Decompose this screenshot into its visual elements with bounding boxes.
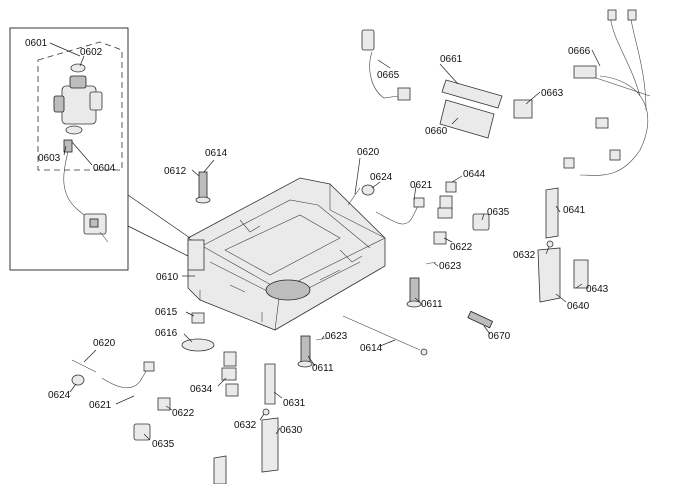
callout-0620-lower: 0620 — [93, 338, 116, 349]
cable-harness-0666 — [563, 9, 651, 176]
callout-0622-lower: 0622 — [172, 408, 195, 419]
base-frame — [187, 177, 386, 331]
callout-0666: 0666 — [568, 46, 591, 57]
foot-0611-lower — [297, 335, 313, 368]
cable-0614-lower — [342, 315, 428, 356]
callout-0621-lower: 0621 — [89, 400, 112, 411]
callout-0634: 0634 — [190, 384, 213, 395]
callout-0665: 0665 — [377, 70, 400, 81]
sensor-cable-0621-lower — [101, 361, 155, 389]
callout-0603: 0603 — [38, 153, 61, 164]
callout-0641: 0641 — [563, 205, 586, 216]
callout-0635-upper: 0635 — [487, 207, 510, 218]
valve-connector — [83, 213, 109, 243]
inset-dashed-group — [37, 41, 123, 171]
power-cord-0665 — [361, 29, 411, 101]
inset-leader-top — [127, 194, 191, 239]
bracket-0622-lower — [157, 397, 171, 411]
hinge-0631 — [264, 363, 276, 405]
callout-0663: 0663 — [541, 88, 564, 99]
callout-0610: 0610 — [156, 272, 179, 283]
callout-0621-upper: 0621 — [410, 180, 433, 191]
spring-0620-lower — [71, 359, 97, 373]
callout-0632-lower: 0632 — [234, 420, 257, 431]
callout-0604: 0604 — [93, 163, 116, 174]
callout-0631: 0631 — [283, 398, 306, 409]
callout-0623-lower: 0623 — [325, 331, 348, 342]
callout-0623-upper: 0623 — [439, 261, 462, 272]
pin-0632-lower — [262, 408, 270, 416]
clip-0615 — [191, 312, 205, 324]
callout-0620-upper: 0620 — [357, 147, 380, 158]
callout-0635-lower: 0635 — [152, 439, 175, 450]
cap-0624-upper — [361, 184, 375, 196]
spring-0620-upper — [347, 187, 361, 206]
callout-0601: 0601 — [25, 38, 48, 49]
callout-0643: 0643 — [586, 284, 609, 295]
callout-0670: 0670 — [488, 331, 511, 342]
screw-0623-upper — [425, 261, 437, 265]
callout-0661: 0661 — [440, 54, 463, 65]
bracket-0622-upper — [433, 231, 447, 245]
disc-0616 — [181, 338, 215, 352]
connector-0643 — [573, 259, 589, 289]
clip-0644 — [437, 181, 457, 219]
callout-0611-upper: 0611 — [421, 299, 443, 310]
pin-0632-upper — [546, 240, 554, 248]
valve-body — [53, 63, 103, 153]
cap-0624-lower — [71, 374, 85, 386]
callout-0614-upper: 0614 — [205, 148, 228, 159]
callout-0660: 0660 — [425, 126, 448, 137]
inset-valve-assembly — [9, 27, 129, 271]
clip-0634 — [221, 351, 239, 397]
sensor-cable-0621-upper — [375, 197, 425, 225]
callout-0611-lower: 0611 — [312, 363, 334, 374]
inset-frame — [9, 27, 129, 271]
inset-leader-bottom — [127, 225, 189, 257]
callout-0602: 0602 — [80, 47, 103, 58]
callout-0624-lower: 0624 — [48, 390, 71, 401]
callout-0644: 0644 — [463, 169, 486, 180]
callout-0616: 0616 — [155, 328, 178, 339]
callout-0630: 0630 — [280, 425, 303, 436]
callout-0614-lower: 0614 — [360, 343, 383, 354]
callout-0632-upper: 0632 — [513, 250, 536, 261]
hinge-arm-0630 — [261, 417, 279, 473]
hinge-arm-0640 — [537, 247, 561, 303]
callout-labels: 0601 0602 0603 0604 0610 0611 0611 0612 … — [25, 38, 609, 450]
callout-0624-upper: 0624 — [370, 172, 393, 183]
hinge-0641 — [545, 187, 559, 239]
callout-0612: 0612 — [164, 166, 187, 177]
hinge-clip-0635-upper — [472, 213, 490, 231]
foot-0611-upper — [406, 277, 422, 308]
strip-0670 — [467, 310, 494, 329]
callout-0622-upper: 0622 — [450, 242, 473, 253]
panel-0661 — [441, 79, 503, 109]
leader-lines — [49, 42, 601, 441]
callout-0640: 0640 — [567, 301, 590, 312]
adjustable-foot-0612 — [195, 171, 211, 204]
callout-0615: 0615 — [155, 307, 178, 318]
hinge-lever-lower — [213, 455, 227, 484]
panel-frame-0660 — [439, 99, 495, 139]
switch-0663 — [513, 99, 533, 119]
